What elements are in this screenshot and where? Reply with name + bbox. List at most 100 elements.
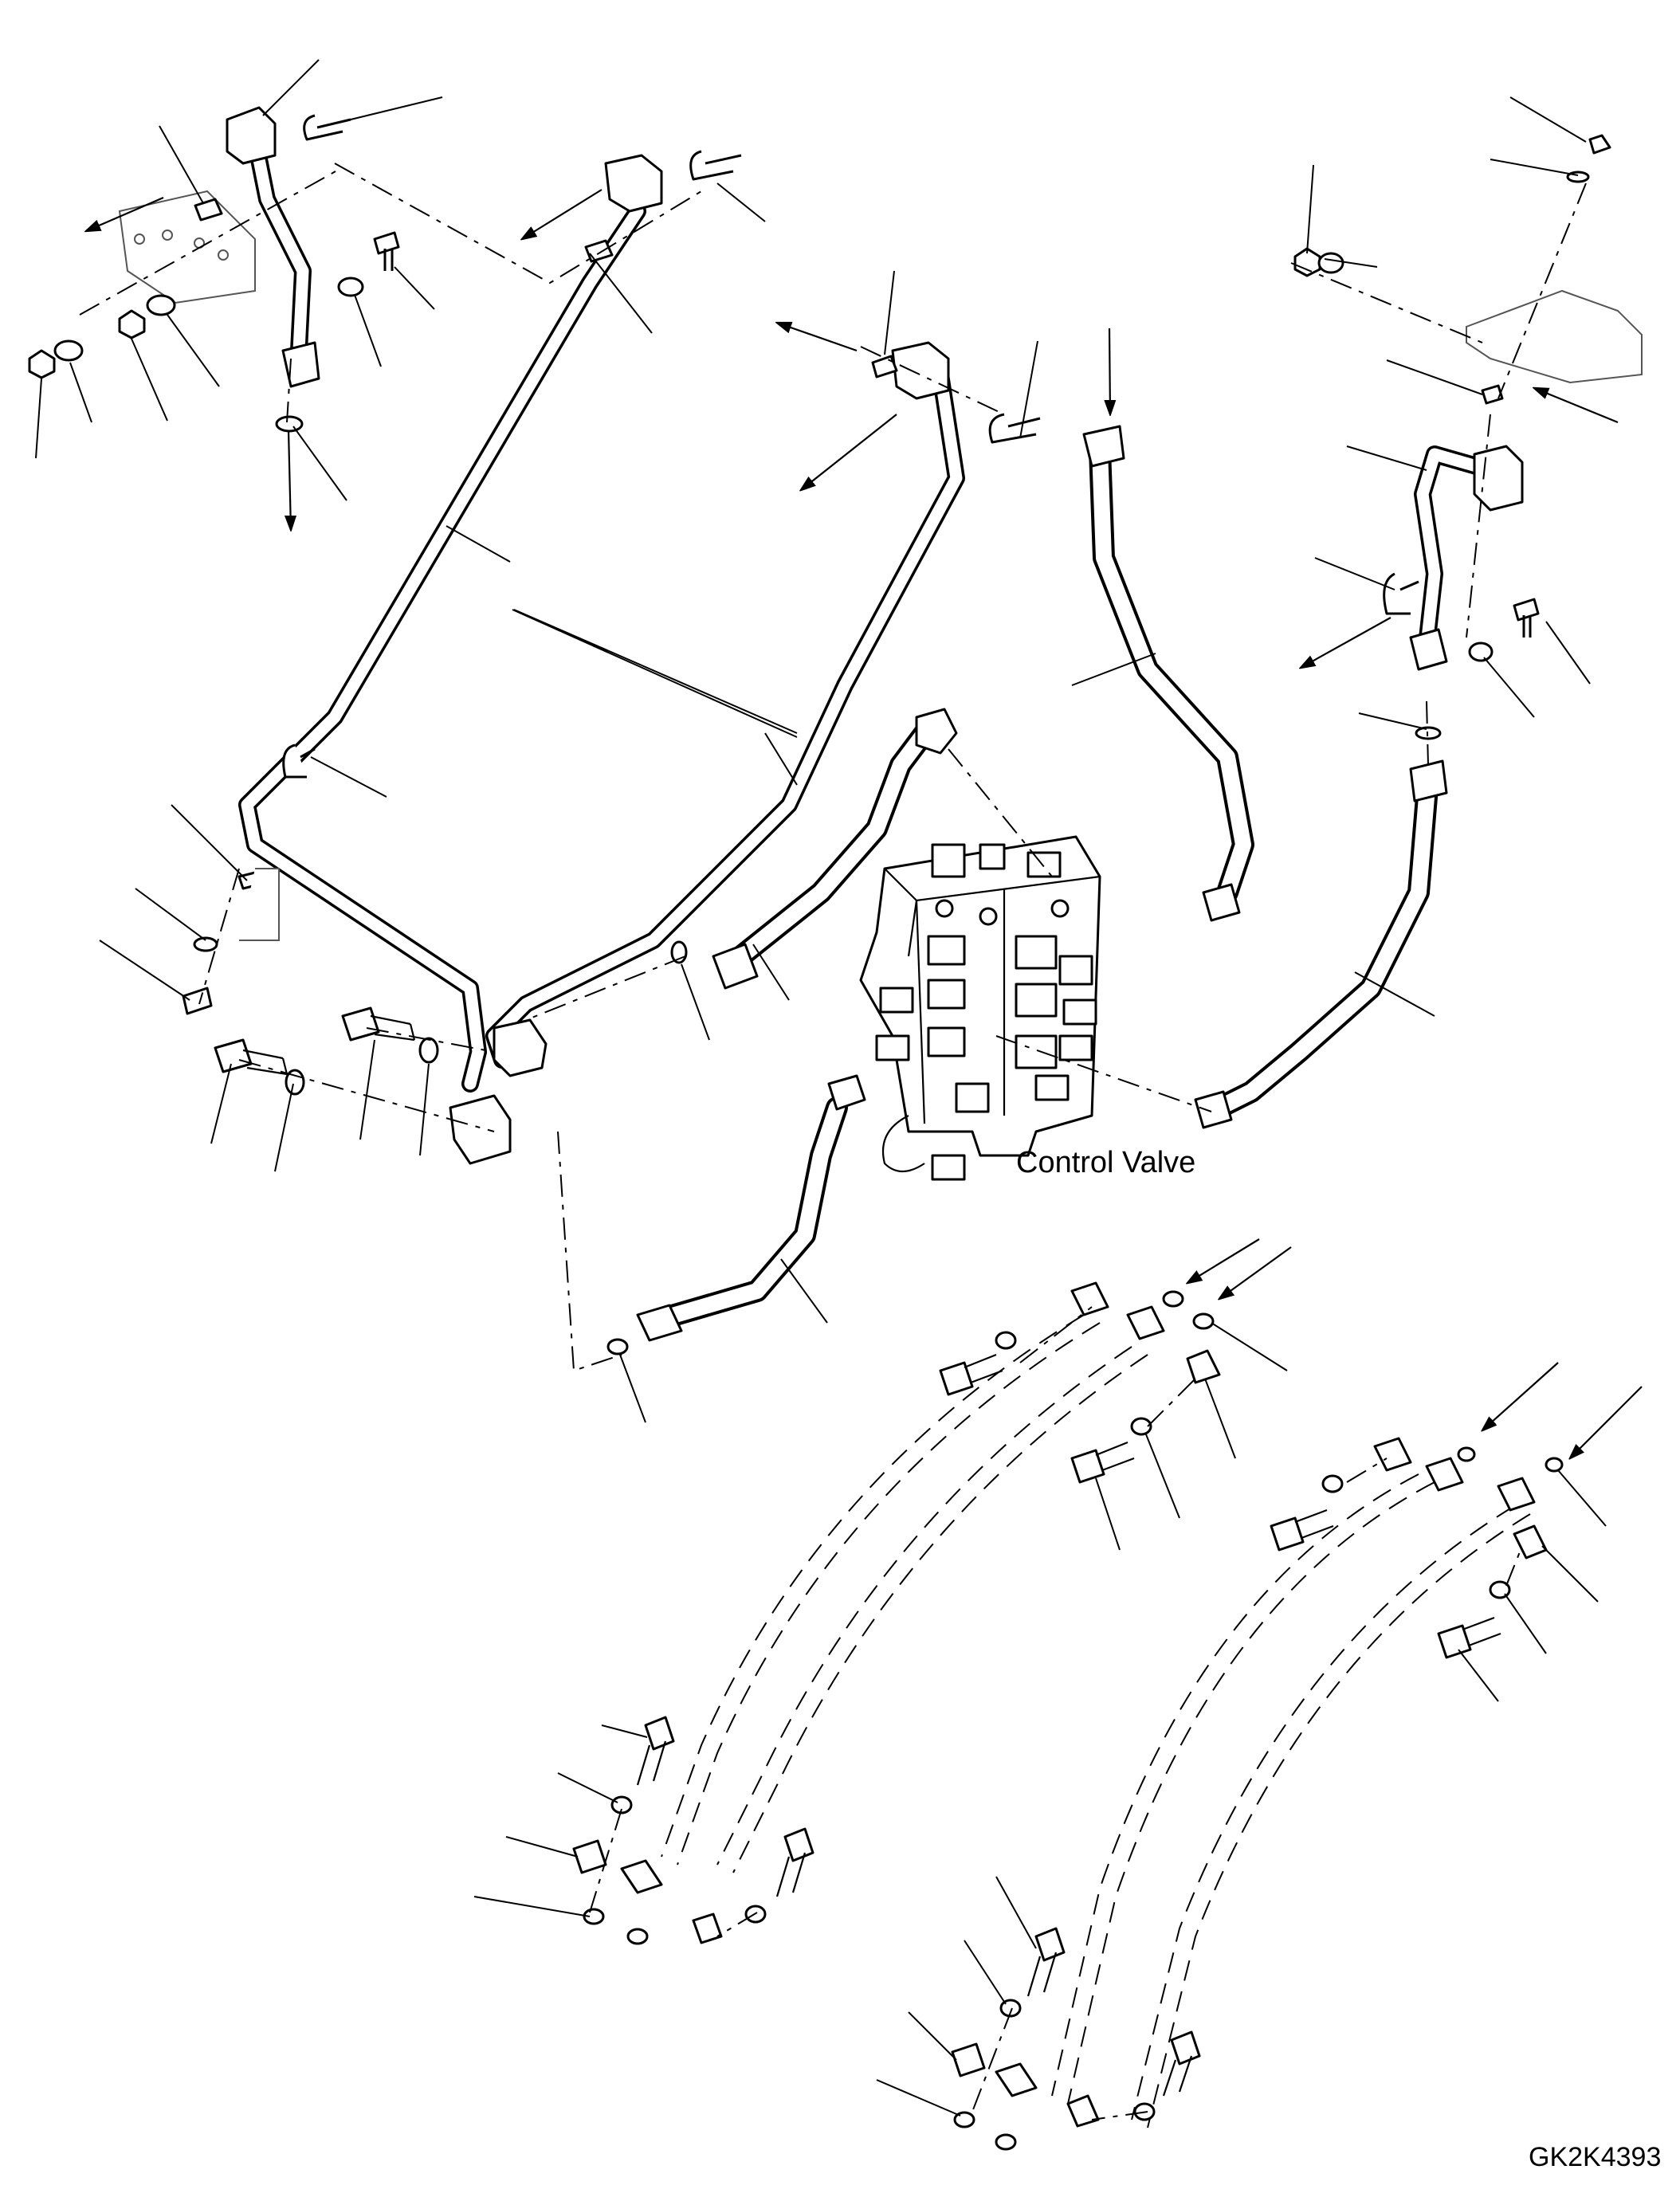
clamp [1126,1305,1165,1340]
clamp [1066,2094,1100,2128]
washer [995,1331,1017,1350]
bolt-head [1070,1449,1105,1484]
long-pipe-left [238,154,663,1165]
arrow-icon [801,414,897,490]
clamp [194,198,223,222]
arrow-icon [1534,388,1619,424]
arrow-icon [1109,328,1110,414]
hose-lower-left [636,1074,866,1342]
arrow-icon [1301,617,1391,668]
hose-fitting [1202,883,1241,922]
hose-fitting [712,943,759,990]
hose-fitting [1409,759,1448,802]
washer [337,277,364,297]
o-ring [1545,1457,1564,1473]
hose-fitting [1082,425,1125,468]
bolt-head [1270,1516,1305,1552]
hose-fitting [915,708,958,755]
arrow-icon [1482,1362,1559,1430]
centerlines [79,163,1587,2120]
clamp [995,2062,1038,2097]
washer [1321,1474,1344,1493]
clamp [1425,1457,1464,1492]
arrow-icon [86,196,164,231]
o-ring [995,2133,1017,2151]
hardware-stack-left [182,868,280,1015]
u-bolt [1383,572,1419,615]
leader-lines [35,59,1607,2117]
clamp [871,355,898,379]
clamp [620,1859,663,1894]
arrow-icon [289,430,291,530]
clamp [1497,1477,1536,1512]
control-valve-label: Control Valve [1016,1146,1196,1179]
clamp [1070,1281,1109,1316]
bolt-head [1437,1624,1472,1659]
drawing-number: GK2K4393 [1529,2142,1662,2172]
washer [610,1795,633,1814]
bolt [373,231,400,271]
arrow-icon [1187,1238,1260,1283]
pipe-fitting [493,1018,548,1077]
hose-fitting [1194,1090,1233,1129]
washer [1130,1417,1152,1436]
clamp [1513,1524,1548,1559]
o-ring [583,1908,605,1925]
short-pipe-left [226,106,320,388]
control-valve-block [859,835,1101,1181]
clamp [1481,384,1504,405]
pipe-flange [1473,445,1524,512]
o-ring [1192,1312,1215,1330]
clamp [572,1839,607,1874]
washer [1468,641,1494,662]
arrow-icon [1219,1246,1292,1299]
pipe-flange [604,154,663,213]
nut [28,349,56,379]
washer [53,339,84,362]
lower-hose-set-left [572,1281,1221,1945]
hose-top-center [712,708,958,990]
hose-fitting [636,1304,683,1342]
arrow-icon [522,189,603,239]
cap [1588,134,1611,155]
bolt-head [341,1006,380,1042]
pipe-clip [282,743,316,779]
pipe-fitting [1409,628,1448,671]
pipe-flange [891,341,950,400]
right-pipe-assembly [1293,134,1643,740]
mounting-bracket-left [118,190,256,304]
hose-right-center [1082,425,1254,922]
u-bolt [988,413,1041,444]
hose-far-right [1194,759,1448,1129]
bolt-head [939,1361,974,1396]
u-bolt [303,114,351,141]
bolt-head [783,1827,814,1862]
flow-arrows [86,189,1643,1458]
left-pipe-assembly [28,106,1041,1165]
o-ring [275,415,304,433]
bolt-head [214,1038,253,1073]
hoses-to-control-valve [606,425,1448,1355]
bolt-head [1170,2030,1201,2066]
arrow-icon [1570,1386,1643,1458]
clamp [692,1913,723,1944]
pipe-flange [226,106,277,165]
hose-fitting [827,1074,866,1111]
arrow-icon [777,323,858,352]
clamp [951,2042,986,2077]
washer [146,294,176,316]
mounting-bracket-right [1466,289,1643,384]
washer [1317,252,1344,274]
cap [182,987,213,1015]
short-pipe-right [1409,445,1524,671]
washer [193,936,218,952]
o-ring [626,1928,649,1945]
lower-hose-set-right [951,1437,1564,2151]
bracket-outline [239,868,280,941]
u-bolt [689,150,742,181]
o-ring [1457,1446,1476,1462]
bolt-set-left [214,1006,439,1096]
clamp [1373,1437,1412,1472]
